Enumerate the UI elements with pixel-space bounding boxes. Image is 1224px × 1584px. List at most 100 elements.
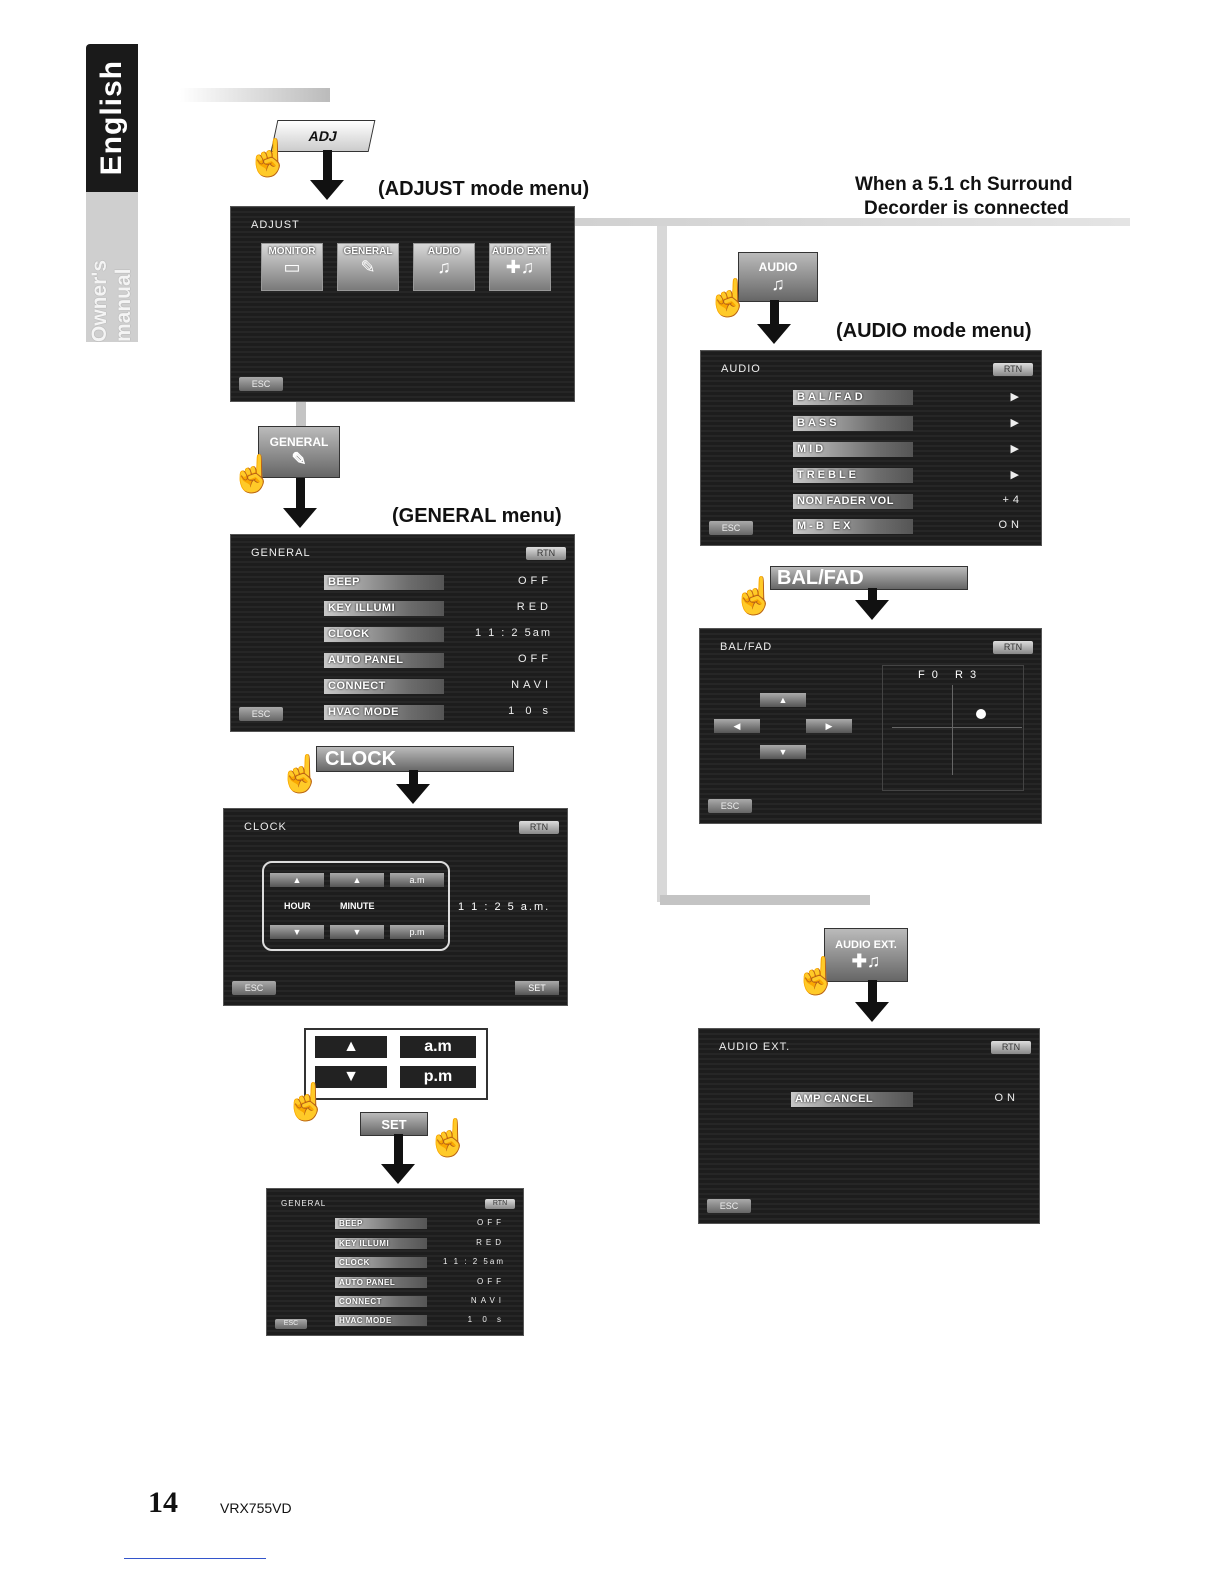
- esc-button[interactable]: ESC: [708, 799, 752, 813]
- minute-down-button[interactable]: ▼: [330, 925, 384, 939]
- minute-up-button[interactable]: ▲: [330, 873, 384, 887]
- menu-value: ON: [994, 1092, 1019, 1104]
- music-note-icon: ♫: [437, 257, 451, 277]
- menu-value: OFF: [477, 1218, 505, 1227]
- fader-down-button[interactable]: ▼: [760, 745, 806, 759]
- menu-item-beep[interactable]: BEEP: [335, 1218, 427, 1229]
- menu-item-auto-panel[interactable]: AUTO PANEL: [324, 653, 444, 668]
- music-note-icon: ♫: [771, 273, 785, 294]
- rtn-button[interactable]: RTN: [485, 1199, 515, 1209]
- audio-menu-heading: (AUDIO mode menu): [836, 320, 1032, 342]
- flow-arrow-down-icon: [396, 784, 430, 804]
- hour-label: HOUR: [284, 901, 311, 911]
- menu-item-treble[interactable]: TREBLE: [793, 468, 913, 483]
- menu-item-connect[interactable]: CONNECT: [335, 1296, 427, 1307]
- menu-value: 1 0 s: [467, 1315, 505, 1324]
- adjust-menu-heading: (ADJUST mode menu): [378, 178, 590, 200]
- wrench-icon: ✎: [360, 257, 376, 277]
- fader-up-button[interactable]: ▲: [760, 693, 806, 707]
- clock-screen: CLOCK RTN ▲ ▲ a.m HOUR MINUTE ▼ ▼ p.m 1 …: [223, 808, 568, 1006]
- esc-button[interactable]: ESC: [239, 377, 283, 391]
- menu-item-clock[interactable]: CLOCK: [324, 627, 444, 642]
- hour-down-button[interactable]: ▼: [270, 925, 324, 939]
- hand-pointer-icon: ☝: [706, 277, 751, 318]
- rtn-button[interactable]: RTN: [526, 547, 566, 560]
- menu-value: ▶: [1010, 417, 1023, 429]
- esc-button[interactable]: ESC: [239, 707, 283, 721]
- music-plus-icon: ✚♫: [851, 950, 881, 971]
- menu-item-key-illumi[interactable]: KEY ILLUMI: [324, 601, 444, 616]
- tile-general[interactable]: GENERAL✎: [337, 243, 399, 291]
- tile-monitor[interactable]: MONITOR▭: [261, 243, 323, 291]
- zoom-pm-button[interactable]: p.m: [400, 1066, 476, 1088]
- menu-item-mid[interactable]: MID: [793, 442, 913, 457]
- tile-audio-ext[interactable]: AUDIO EXT.✚♫: [489, 243, 551, 291]
- clock-adjust-group: [262, 861, 450, 951]
- menu-item-hvac-mode[interactable]: HVAC MODE: [324, 705, 444, 720]
- flow-arrow-shaft: [323, 150, 332, 180]
- pm-button[interactable]: p.m: [390, 925, 444, 939]
- esc-button[interactable]: ESC: [707, 1199, 751, 1213]
- menu-item-key-illumi[interactable]: KEY ILLUMI: [335, 1238, 427, 1249]
- esc-button[interactable]: ESC: [232, 981, 276, 995]
- rtn-button[interactable]: RTN: [991, 1041, 1031, 1054]
- menu-item-bass[interactable]: BASS: [793, 416, 913, 431]
- rtn-button[interactable]: RTN: [519, 821, 559, 834]
- menu-item-non-fader-vol[interactable]: NON FADER VOL: [793, 494, 913, 509]
- screen-title: GENERAL: [251, 547, 311, 559]
- connector-pipe-vertical: [657, 226, 667, 902]
- flow-arrow-down-icon: [855, 600, 889, 620]
- zoom-am-button[interactable]: a.m: [400, 1036, 476, 1058]
- menu-value: OFF: [518, 653, 552, 665]
- flow-arrow-down-icon: [283, 508, 317, 528]
- balance-left-button[interactable]: ◀: [714, 719, 760, 733]
- screen-title: GENERAL: [281, 1199, 327, 1208]
- set-button[interactable]: SET: [515, 981, 559, 995]
- menu-item-connect[interactable]: CONNECT: [324, 679, 444, 694]
- clock-callout: CLOCK: [316, 746, 514, 772]
- general-callout: GENERAL ✎: [258, 426, 340, 478]
- menu-value: OFF: [518, 575, 552, 587]
- footer-rule: [124, 1558, 266, 1559]
- menu-item-bal-fad[interactable]: BAL/FAD: [793, 390, 913, 405]
- menu-item-clock[interactable]: CLOCK: [335, 1257, 427, 1268]
- menu-item-beep[interactable]: BEEP: [324, 575, 444, 590]
- tile-audio[interactable]: AUDIO♫: [413, 243, 475, 291]
- menu-item-auto-panel[interactable]: AUTO PANEL: [335, 1277, 427, 1288]
- music-plus-icon: ✚♫: [505, 257, 535, 277]
- menu-value: ▶: [1010, 391, 1023, 403]
- hour-up-button[interactable]: ▲: [270, 873, 324, 887]
- surround-note-line2: Decorder is connected: [864, 198, 1069, 219]
- screen-title: AUDIO EXT.: [719, 1041, 791, 1053]
- menu-value: RED: [476, 1238, 505, 1247]
- audio-ext-callout: AUDIO EXT. ✚♫: [824, 928, 908, 982]
- audio-callout-label: AUDIO: [758, 259, 798, 274]
- minute-label: MINUTE: [340, 901, 375, 911]
- surround-note-line1: When a 5.1 ch Surround: [855, 174, 1073, 195]
- am-button[interactable]: a.m: [390, 873, 444, 887]
- esc-button[interactable]: ESC: [709, 521, 753, 535]
- menu-value: OFF: [477, 1277, 505, 1286]
- set-callout: SET: [360, 1112, 428, 1136]
- bal-fad-readout: F 0 R 3: [918, 669, 979, 681]
- audio-screen: AUDIO RTN BAL/FAD ▶ BASS ▶ MID ▶ TREBLE …: [700, 350, 1042, 546]
- flow-arrow-shaft: [296, 478, 305, 510]
- language-tab: English: [86, 44, 138, 192]
- rtn-button[interactable]: RTN: [993, 641, 1033, 654]
- rtn-button[interactable]: RTN: [993, 363, 1033, 376]
- menu-item-hvac-mode[interactable]: HVAC MODE: [335, 1315, 427, 1326]
- clock-callout-label: CLOCK: [325, 747, 397, 770]
- adj-key-label: ADJ: [307, 128, 339, 144]
- menu-item-m-b-ex[interactable]: M-B EX: [793, 519, 913, 534]
- zoom-up-button[interactable]: ▲: [315, 1036, 387, 1058]
- connector-pipe-right: [440, 218, 1130, 226]
- bal-fad-grid-vline: [952, 685, 953, 775]
- esc-button[interactable]: ESC: [275, 1319, 307, 1329]
- screen-title: CLOCK: [244, 821, 287, 833]
- menu-value: ▶: [1010, 443, 1023, 455]
- menu-value: ▶: [1010, 469, 1023, 481]
- menu-item-amp-cancel[interactable]: AMP CANCEL: [791, 1092, 913, 1107]
- general-menu-heading: (GENERAL menu): [392, 505, 562, 527]
- zoom-down-button[interactable]: ▼: [315, 1066, 387, 1088]
- balance-right-button[interactable]: ▶: [806, 719, 852, 733]
